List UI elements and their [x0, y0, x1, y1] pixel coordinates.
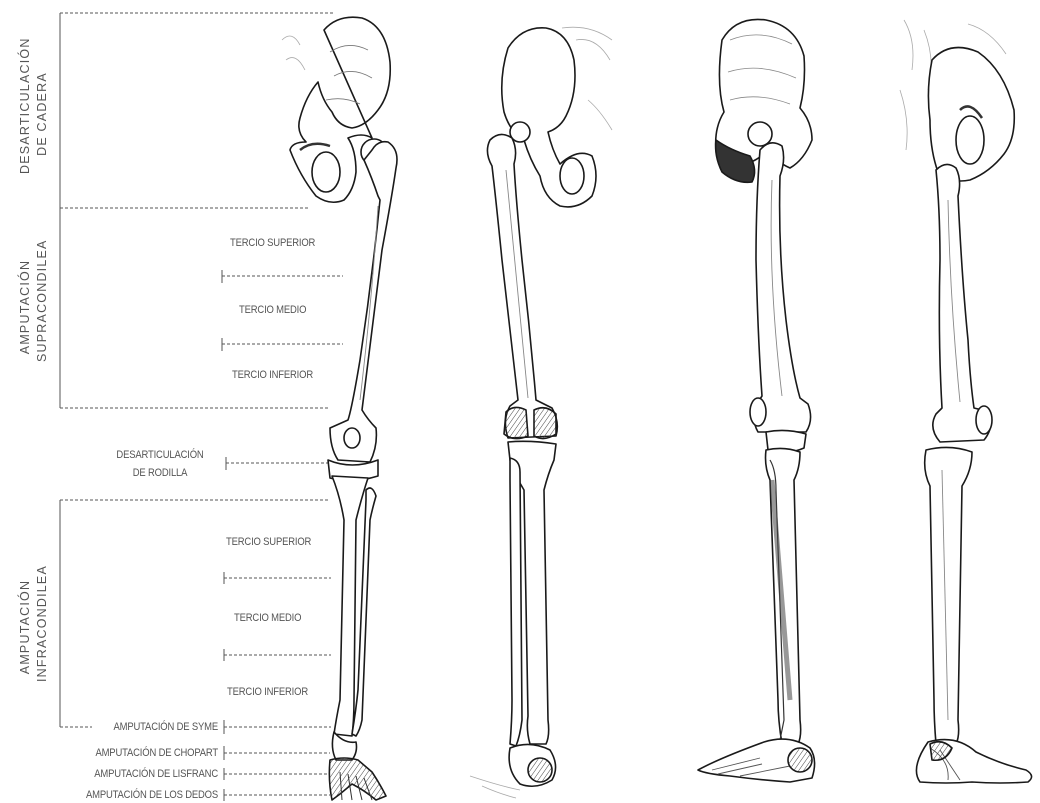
- lisfranc-amputation-label: AMPUTACIÓN DE LISFRANC: [56, 768, 218, 780]
- tibia-upper-third-label: TERCIO SUPERIOR: [226, 536, 311, 548]
- femur-middle-third-label: TERCIO MEDIO: [239, 304, 306, 316]
- leg-lateral-view: [698, 19, 815, 782]
- knee-disarticulation-label: DESARTICULACIÓN DE RODILLA: [108, 446, 211, 482]
- toes-amputation-label: AMPUTACIÓN DE LOS DEDOS: [48, 789, 218, 801]
- tibia-middle-third-label: TERCIO MEDIO: [234, 612, 301, 624]
- leg-medial-view: [900, 20, 1032, 783]
- supracondylar-amputation-label: AMPUTACIÓN SUPRACONDILEA: [17, 252, 51, 362]
- infracondylar-amputation-label: AMPUTACIÓN INFRACONDILEA: [17, 572, 51, 682]
- femur-lower-third-label: TERCIO INFERIOR: [232, 369, 313, 381]
- femur-upper-third-label: TERCIO SUPERIOR: [230, 237, 315, 249]
- hip-disarticulation-label: DESARTICULACIÓN DE CADERA: [17, 54, 51, 174]
- leg-anterior-view: [282, 17, 397, 800]
- tibia-lower-third-label: TERCIO INFERIOR: [227, 686, 308, 698]
- chopart-amputation-label: AMPUTACIÓN DE CHOPART: [56, 747, 218, 759]
- leg-posterior-view: [470, 27, 612, 798]
- syme-amputation-label: AMPUTACIÓN DE SYME: [65, 721, 218, 733]
